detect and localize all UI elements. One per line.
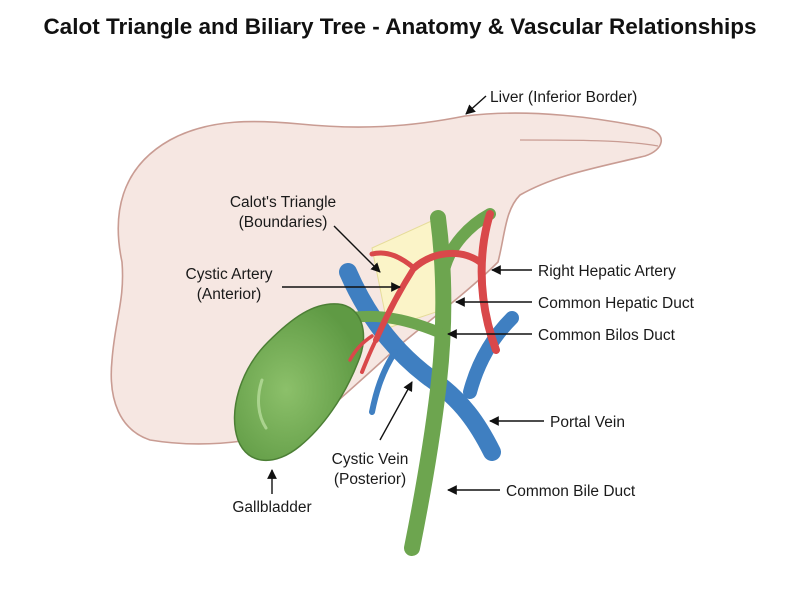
- label-common-hepatic-duct: Common Hepatic Duct: [538, 295, 695, 312]
- label-calot-triangle-line2: (Boundaries): [239, 214, 328, 231]
- cystic-artery: [373, 265, 417, 343]
- liver-leader: [465, 95, 487, 115]
- cystic-vein: [369, 349, 398, 415]
- label-cystic-artery-line1: Cystic Artery: [186, 266, 273, 283]
- calot-arterial-loop: [369, 250, 417, 271]
- diagram-title: Calot Triangle and Biliary Tree - Anatom…: [43, 14, 756, 39]
- label-cystic-vein-line2: (Posterior): [334, 471, 406, 488]
- label-cystic-vein-line1: Cystic Vein: [332, 451, 409, 468]
- portal-vein-right-branch: [463, 311, 519, 399]
- label-right-hepatic-artery: Right Hepatic Artery: [538, 263, 676, 280]
- label-portal-vein: Portal Vein: [550, 414, 625, 431]
- label-liver: Liver (Inferior Border): [490, 89, 637, 106]
- cystic-artery-branch-1: [360, 338, 378, 374]
- gallbladder-highlight: [257, 378, 268, 430]
- right-hepatic-artery: [477, 210, 500, 354]
- gallbladder: [233, 303, 365, 461]
- hepatic-artery-arch: [410, 249, 484, 272]
- cystic-artery-branch-2: [348, 334, 374, 362]
- label-common-bilos-duct: Common Bilos Duct: [538, 327, 676, 344]
- label-cystic-artery-line2: (Anterior): [197, 286, 262, 303]
- portal-vein: [339, 263, 501, 461]
- cystic-vein-leader: [379, 381, 413, 441]
- calot-leader: [333, 225, 381, 273]
- liver-inferior-fold: [519, 139, 659, 147]
- label-common-bile-duct: Common Bile Duct: [506, 483, 636, 500]
- label-gallbladder: Gallbladder: [232, 499, 311, 516]
- right-hepatic-duct: [438, 208, 496, 276]
- label-calot-triangle-line1: Calot's Triangle: [230, 194, 336, 211]
